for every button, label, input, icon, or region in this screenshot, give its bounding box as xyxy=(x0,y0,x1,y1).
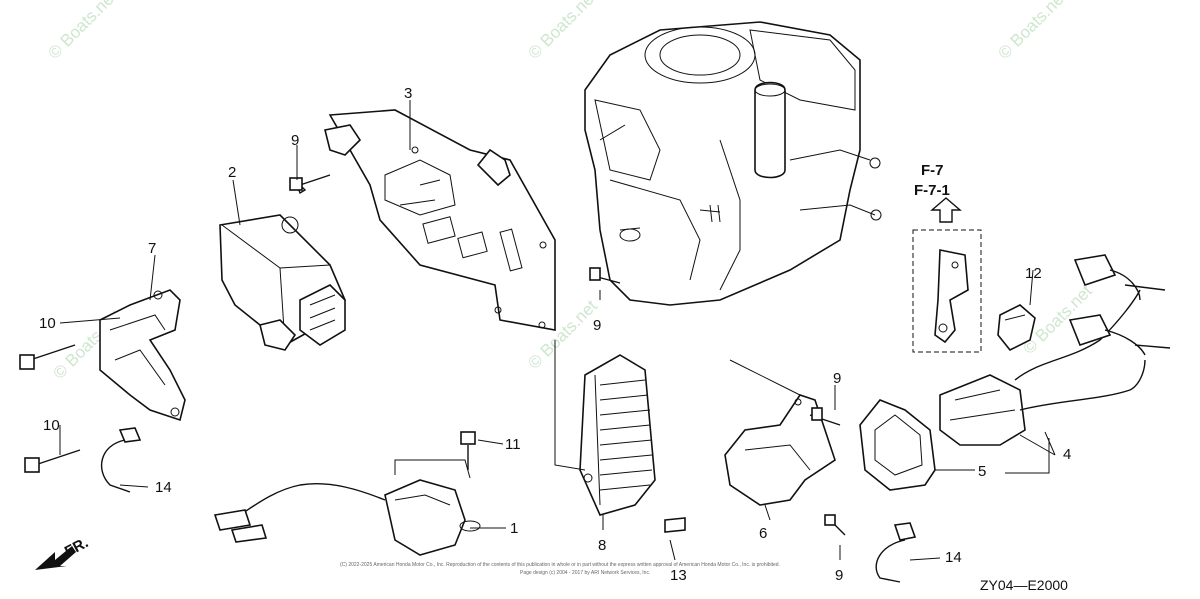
leader-lines xyxy=(59,100,1056,561)
reference-label: F-7 xyxy=(921,162,944,179)
part-5-rubber xyxy=(859,399,936,491)
callout-10: 10 xyxy=(39,315,56,332)
callout-13: 13 xyxy=(670,567,687,584)
part-1-sensor xyxy=(213,459,481,556)
callout-7: 7 xyxy=(148,240,156,257)
reference-label: F-7-1 xyxy=(914,182,950,199)
callout-3: 3 xyxy=(404,85,412,102)
copyright-text: Page design (c) 2004 - 2017 by ARI Netwo… xyxy=(520,570,650,576)
callout-9: 9 xyxy=(593,317,601,334)
diagram-code: ZY04—E2000 xyxy=(980,577,1068,593)
watermark-text: © Boats.net xyxy=(44,0,121,63)
part-6-stay xyxy=(724,394,836,506)
reference-box: F-7 F-7-1 xyxy=(912,162,982,353)
part-7-holder xyxy=(99,289,186,422)
watermark-text: © Boats.net xyxy=(994,0,1071,63)
bolts xyxy=(19,174,846,536)
part-2-cdi-unit xyxy=(219,214,346,351)
callout-9: 9 xyxy=(291,132,299,149)
part-4-ignition-coil xyxy=(939,254,1171,446)
callout-11: 11 xyxy=(505,436,521,453)
callout-14: 14 xyxy=(945,549,962,566)
callout-1: 1 xyxy=(510,520,518,537)
callout-5: 5 xyxy=(978,463,986,480)
callout-9: 9 xyxy=(833,370,841,387)
part-12-clamp xyxy=(997,304,1036,352)
front-direction-arrow: FR. xyxy=(35,534,91,570)
callout-8: 8 xyxy=(598,537,606,554)
part-8-regulator xyxy=(579,354,656,516)
callout-14: 14 xyxy=(155,479,172,496)
callout-6: 6 xyxy=(759,525,767,542)
callout-4: 4 xyxy=(1063,446,1071,463)
callout-12: 12 xyxy=(1025,265,1042,282)
callout-10: 10 xyxy=(43,417,60,434)
copyright-text: (C) 2022-2025 American Honda Motor Co., … xyxy=(340,562,780,568)
clips xyxy=(100,427,917,583)
watermark-text: © Boats.net xyxy=(524,0,601,63)
callouts: 3 2 7 9 10 10 9 9 12 4 5 6 8 13 9 14 14 … xyxy=(39,85,1071,584)
engine-block xyxy=(584,21,882,306)
part-3-bracket xyxy=(324,109,556,331)
callout-2: 2 xyxy=(228,164,236,181)
callout-9: 9 xyxy=(835,567,843,584)
